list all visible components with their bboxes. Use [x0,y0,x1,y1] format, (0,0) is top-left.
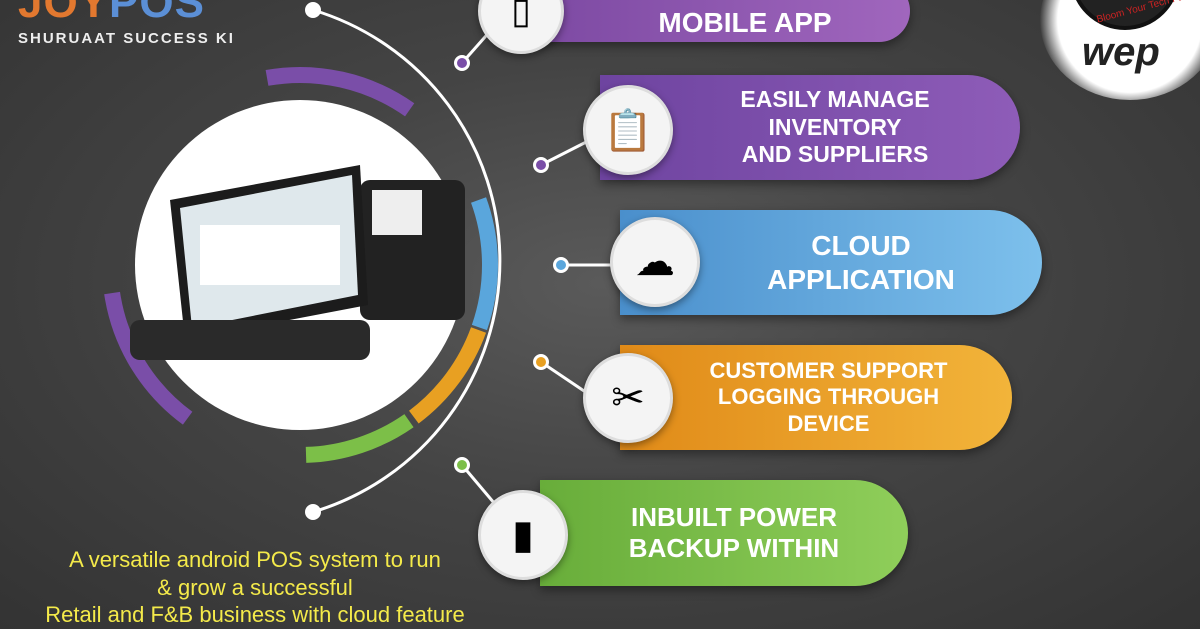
timeline-dot [533,354,549,370]
feature-pill-mobile-app: MOBILE APP [540,0,910,42]
feature-pill-power-backup: INBUILT POWER BACKUP WITHIN [540,480,908,586]
feature-label: MOBILE APP [658,7,832,39]
battery-plug-icon: ▮ [478,490,568,580]
tools-icon: ✂ [583,353,673,443]
wep-wordmark: wep [1082,30,1160,74]
timeline-dot [305,2,321,18]
timeline-dot [553,257,569,273]
ring-green [102,67,498,463]
timeline-dot [454,457,470,473]
logo-part1: JOY [18,0,110,27]
feature-label: CUSTOMER SUPPORT LOGGING THROUGH DEVICE [709,357,948,436]
ring-purple [102,67,498,463]
ring-orange [102,67,498,463]
ring-blue [102,67,498,463]
joypos-logo: JOYPOS [18,0,205,28]
clipboard-checklist-icon: 📋 [583,85,673,175]
timeline-dot [533,157,549,173]
tagline: SHURUAAT SUCCESS KI [18,30,235,47]
cloud-sync-icon: ☁ [610,217,700,307]
timeline-arc [312,8,502,514]
timeline-dot [305,504,321,520]
timeline-dot [454,55,470,71]
pos-device-image [130,165,465,360]
feature-label: EASILY MANAGE INVENTORY AND SUPPLIERS [740,86,930,168]
feature-pill-support: CUSTOMER SUPPORT LOGGING THROUGH DEVICE [620,345,1012,450]
description-text: A versatile android POS system to run & … [45,547,465,627]
logo-part2: POS [109,0,205,27]
feature-label: INBUILT POWER BACKUP WITHIN [628,501,840,563]
feature-label: CLOUD APPLICATION [767,229,955,295]
